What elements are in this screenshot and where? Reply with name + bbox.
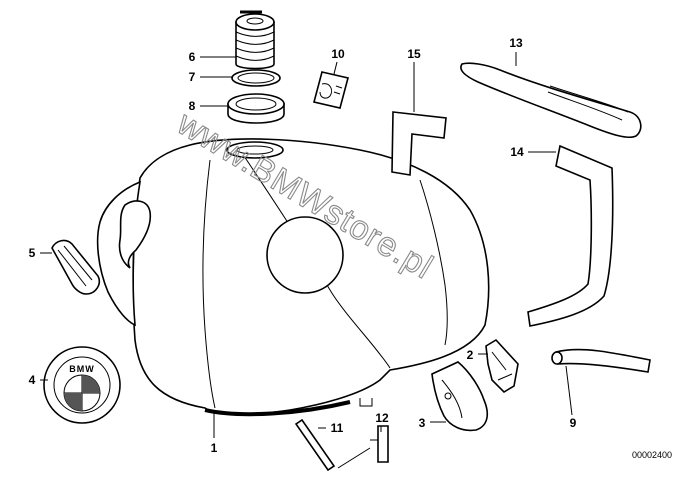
bmw-emblem[interactable]: BMW xyxy=(43,346,121,424)
callout-labels: 1 2 3 4 5 6 7 8 9 10 11 12 13 14 15 xyxy=(29,36,577,455)
callout-6: 6 xyxy=(189,50,196,64)
callout-3: 3 xyxy=(419,416,426,430)
callout-5: 5 xyxy=(29,246,36,260)
callout-12: 12 xyxy=(375,411,389,425)
callout-4: 4 xyxy=(29,373,36,387)
fuel-tank[interactable] xyxy=(96,138,490,417)
callout-1: 1 xyxy=(211,441,218,455)
sealing-ring[interactable] xyxy=(231,69,281,87)
cover-bracket[interactable] xyxy=(431,361,489,432)
label-sticker[interactable] xyxy=(313,71,349,109)
breather-tube[interactable] xyxy=(294,418,336,472)
callout-15: 15 xyxy=(407,47,421,61)
tank-pad-bracket[interactable] xyxy=(391,111,447,176)
callout-10: 10 xyxy=(331,47,345,61)
fuel-hose[interactable] xyxy=(551,348,651,373)
emblem-text: BMW xyxy=(69,364,95,374)
callout-9: 9 xyxy=(570,416,577,430)
filler-cap[interactable] xyxy=(235,10,275,70)
callout-2: 2 xyxy=(467,348,474,362)
callout-11: 11 xyxy=(331,421,344,435)
callout-14: 14 xyxy=(510,145,524,159)
rubber-strip[interactable] xyxy=(460,62,642,139)
callout-8: 8 xyxy=(189,99,196,113)
rubber-mount-frame[interactable] xyxy=(527,144,614,327)
grommet[interactable] xyxy=(51,239,101,295)
filler-neck-ring[interactable] xyxy=(227,93,285,124)
hose-connector[interactable] xyxy=(337,425,389,469)
hose-clamp[interactable] xyxy=(485,338,519,394)
callout-7: 7 xyxy=(189,70,196,84)
leader-lines xyxy=(40,52,573,438)
callout-13: 13 xyxy=(509,36,523,50)
document-number: 00002400 xyxy=(632,450,672,460)
